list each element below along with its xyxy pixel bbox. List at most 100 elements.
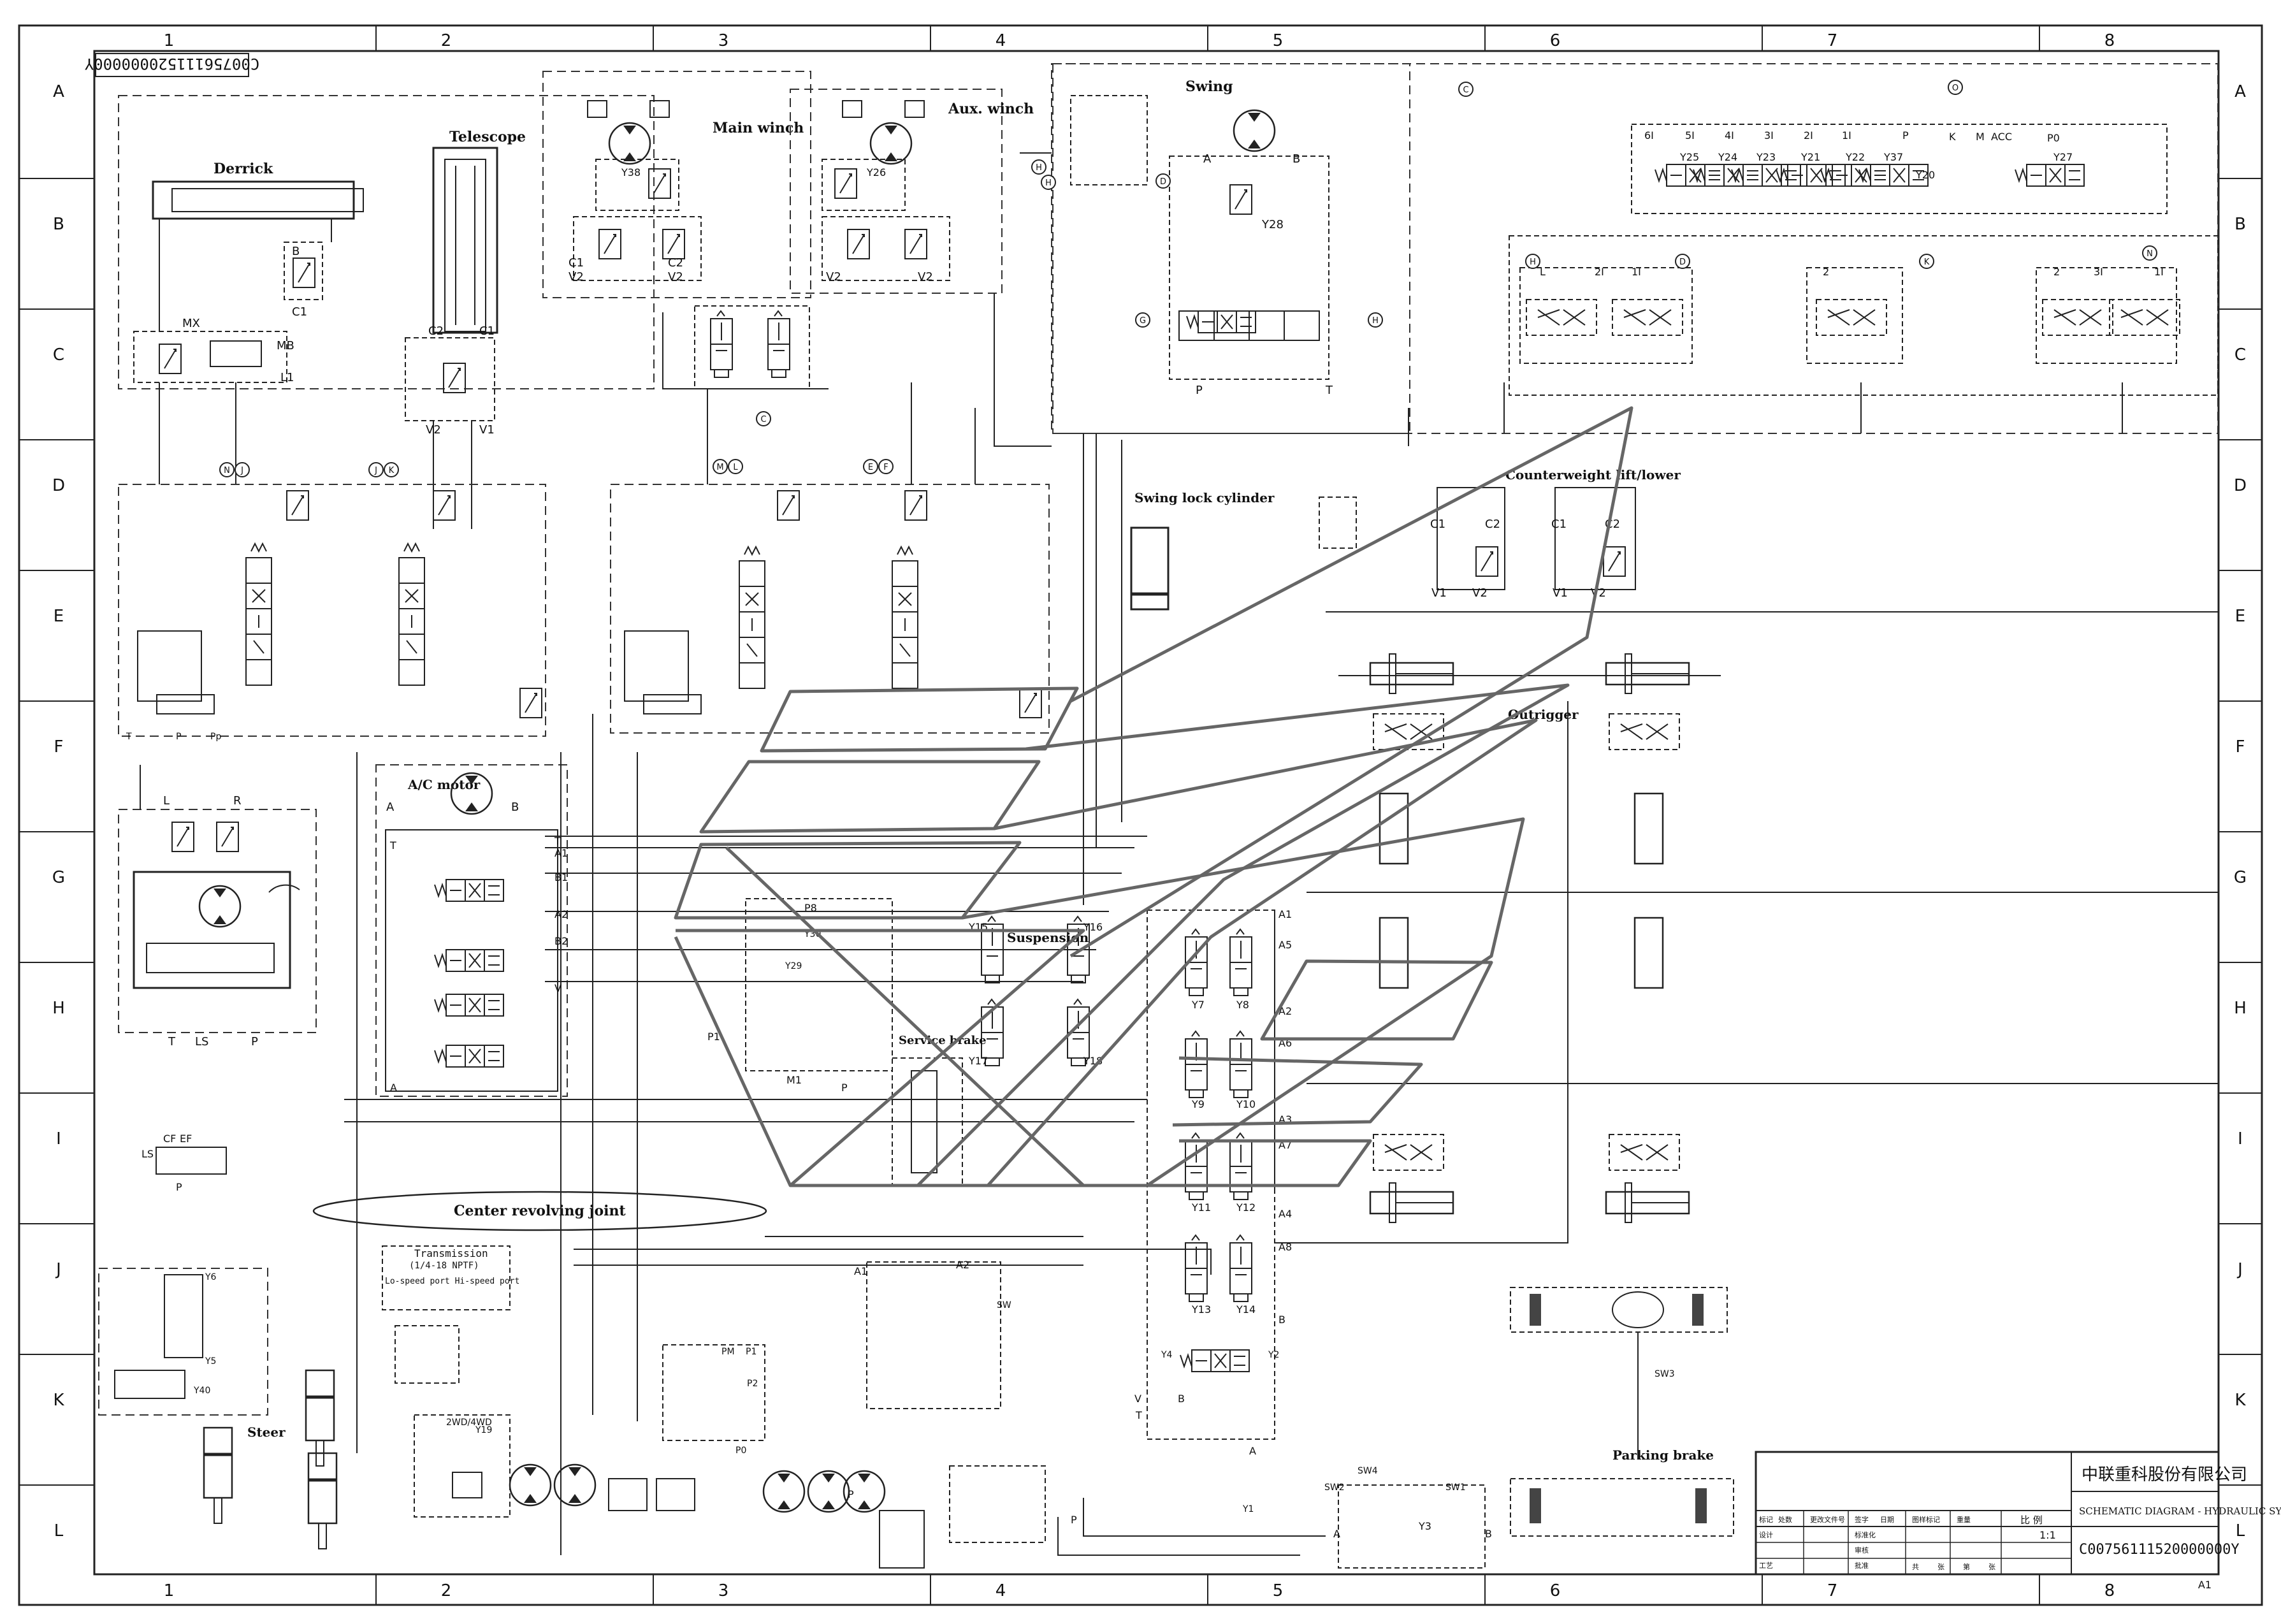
svg-text:C00756111520000000Y: C00756111520000000Y (84, 55, 259, 73)
row-label-H-right: H (2234, 999, 2247, 1018)
svg-text:V: V (554, 982, 561, 994)
svg-text:2I: 2I (1595, 266, 1604, 278)
svg-text:日期: 日期 (1880, 1516, 1894, 1524)
svg-text:1I: 1I (1632, 266, 1641, 278)
row-label-B: B (53, 215, 64, 234)
svg-text:P0: P0 (2047, 132, 2060, 144)
row-label-C: C (53, 345, 64, 365)
top-solenoid-valve (2015, 164, 2085, 187)
svg-text:Lo-speed port Hi-speed port: Lo-speed port Hi-speed port (385, 1277, 519, 1286)
svg-text:EF: EF (180, 1133, 192, 1145)
svg-text:A1: A1 (554, 847, 568, 859)
svg-text:5I: 5I (1685, 129, 1695, 141)
swing-lock-label: Swing lock cylinder (1134, 490, 1275, 505)
col-label-7-bottom: 7 (1827, 1581, 1838, 1600)
svg-text:Y14: Y14 (1236, 1303, 1256, 1316)
col-label-4: 4 (996, 31, 1006, 50)
col-label-5-bottom: 5 (1273, 1581, 1284, 1600)
svg-text:Pp: Pp (210, 732, 221, 742)
svg-text:Y28: Y28 (1261, 218, 1284, 231)
svg-text:C2: C2 (668, 256, 683, 270)
scale-value: 1:1 (2039, 1529, 2056, 1541)
col-label-5: 5 (1273, 31, 1284, 50)
svg-text:A1: A1 (1278, 908, 1292, 920)
svg-text:F: F (883, 463, 888, 472)
ac-motor-section: A/C motor A B (375, 764, 568, 1097)
control-valve-bank-left: T P Pp (118, 484, 546, 742)
svg-text:A: A (386, 801, 395, 814)
svg-text:1I: 1I (1842, 129, 1851, 141)
col-label-8: 8 (2104, 31, 2115, 50)
row-label-E-right: E (2235, 607, 2245, 626)
outrigger-solenoid-valve (1229, 929, 1252, 996)
svg-text:P1: P1 (707, 1031, 720, 1043)
svg-text:V1: V1 (479, 423, 495, 437)
svg-text:P0: P0 (735, 1446, 746, 1456)
svg-text:Y40: Y40 (193, 1386, 210, 1396)
svg-text:Y26: Y26 (866, 166, 886, 178)
svg-text:2I: 2I (1804, 129, 1813, 141)
svg-text:P1: P1 (746, 1347, 757, 1357)
svg-text:B: B (1293, 152, 1300, 166)
outrigger-solenoid-valve (1229, 1031, 1252, 1098)
outrigger-solenoid-valve (1229, 1235, 1252, 1302)
svg-text:A2: A2 (1278, 1005, 1292, 1017)
main-pumps: PM P1 P2 P0 (509, 1261, 1046, 1569)
svg-text:A2: A2 (554, 908, 568, 920)
svg-text:Y3: Y3 (1418, 1520, 1431, 1532)
svg-text:审核: 审核 (1855, 1546, 1869, 1555)
svg-text:MX: MX (182, 317, 200, 330)
svg-text:Y13: Y13 (1191, 1303, 1211, 1316)
col-label-2: 2 (441, 31, 452, 50)
svg-text:Y9: Y9 (1191, 1098, 1205, 1110)
svg-text:J: J (240, 466, 243, 475)
svg-text:处数: 处数 (1778, 1516, 1792, 1524)
svg-text:P: P (1902, 129, 1909, 141)
swing-label: Swing (1185, 78, 1233, 95)
svg-text:SW: SW (997, 1300, 1011, 1310)
row-label-C-right: C (2234, 345, 2246, 365)
svg-text:L1: L1 (280, 371, 294, 384)
svg-text:A1: A1 (854, 1265, 867, 1277)
row-label-I: I (56, 1129, 61, 1149)
main-winch-label: Main winch (713, 120, 804, 136)
row-label-L-right: L (2236, 1521, 2245, 1541)
title-block: 中联重科股份有限公司 SCHEMATIC DIAGRAM - HYDRAULIC… (1755, 1451, 2281, 1591)
svg-text:Y27: Y27 (2053, 151, 2073, 163)
top-solenoid-valve (1776, 164, 1846, 187)
svg-text:2: 2 (2053, 266, 2060, 278)
svg-text:Y21: Y21 (1800, 151, 1820, 163)
aux-winch-label: Aux. winch (948, 101, 1034, 117)
svg-text:Y38: Y38 (621, 166, 641, 178)
drawing-frame: 1 2 3 4 5 6 7 8 1 2 3 4 5 6 7 8 A B C D … (18, 24, 2263, 1606)
row-label-A: A (53, 82, 64, 101)
steer-section: Steer (98, 1268, 337, 1549)
col-label-6-bottom: 6 (1550, 1581, 1561, 1600)
svg-text:1I: 1I (2154, 266, 2164, 278)
outrigger-solenoid-valve (1185, 1031, 1208, 1098)
svg-text:CF: CF (163, 1133, 176, 1145)
svg-text:3I: 3I (1764, 129, 1774, 141)
svg-text:D: D (1160, 177, 1166, 187)
aux-winch-section: Aux. winch Y26 V2 V2 (694, 89, 1034, 389)
derrick-section: Derrick B C1 MX MB L1 (118, 95, 655, 484)
svg-text:LS: LS (195, 1035, 208, 1048)
svg-text:P: P (176, 732, 181, 742)
row-label-I-right: I (2238, 1129, 2243, 1149)
svg-text:A: A (390, 1082, 397, 1094)
svg-text:P: P (1196, 384, 1203, 397)
svg-text:G: G (1140, 316, 1146, 326)
svg-text:B: B (1178, 1393, 1185, 1405)
svg-text:4I: 4I (1725, 129, 1734, 141)
row-label-K-right: K (2234, 1391, 2246, 1410)
svg-text:Y6: Y6 (205, 1272, 217, 1282)
svg-text:B2: B2 (554, 935, 568, 947)
svg-text:C: C (760, 415, 766, 424)
svg-text:更改文件号: 更改文件号 (1810, 1515, 1845, 1524)
svg-text:2WD/4WD: 2WD/4WD (446, 1417, 492, 1428)
svg-text:V: V (1134, 1393, 1141, 1405)
svg-text:Y1: Y1 (1242, 1504, 1254, 1514)
row-label-H: H (52, 999, 65, 1018)
swing-section: Swing Y28 A B P T (1052, 63, 1410, 434)
svg-text:6I: 6I (1644, 129, 1654, 141)
